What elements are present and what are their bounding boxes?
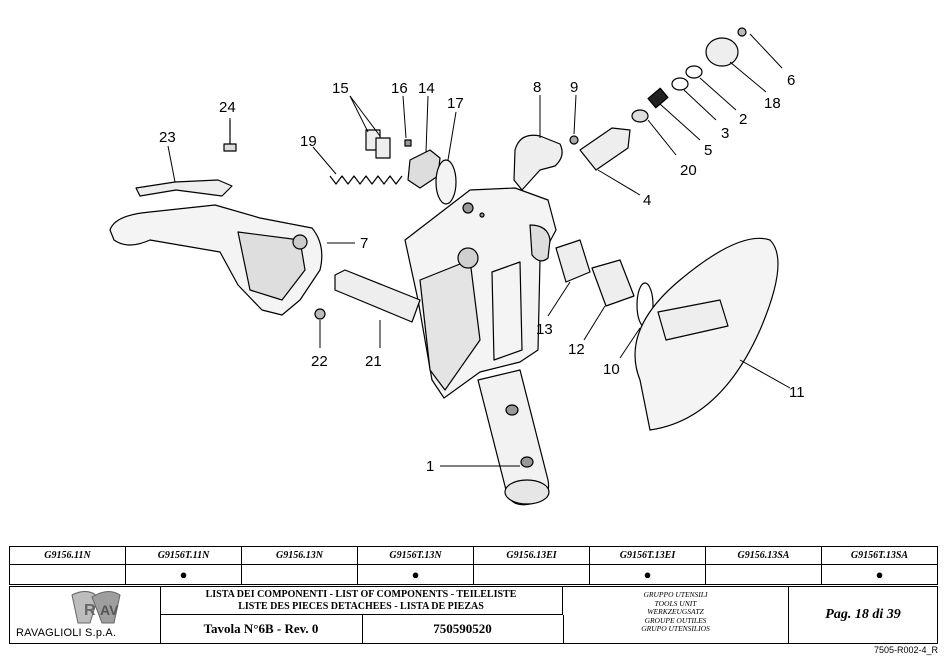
lists-line-1: LISTA DEI COMPONENTI - LIST OF COMPONENT… [205, 589, 517, 600]
part-11-disc [634, 237, 779, 431]
model-code: G9156.13N [241, 546, 358, 565]
part-17-washer [435, 159, 457, 205]
callout-22: 22 [311, 353, 328, 370]
callout-15: 15 [332, 80, 349, 97]
model-applicability-table: G9156.11N G9156T.11N G9156.13N G9156T.13… [9, 546, 938, 585]
callout-8: 8 [533, 79, 541, 96]
model-code-row: G9156.11N G9156T.11N G9156.13N G9156T.13… [9, 546, 938, 565]
callout-17: 17 [447, 95, 464, 112]
part-main-body [404, 187, 557, 399]
callout-18: 18 [764, 95, 781, 112]
table-number: Tavola N°6B - Rev. 0 [160, 615, 363, 643]
callout-14: 14 [418, 80, 435, 97]
company-logo-cell: R AV RAVAGLIOLI S.p.A. [10, 587, 161, 643]
callout-23: 23 [159, 129, 176, 146]
model-code: G9156.11N [9, 546, 126, 565]
model-mark: ● [589, 564, 706, 585]
callout-1: 1 [426, 458, 434, 475]
part-24-screw [223, 120, 237, 152]
callout-7: 7 [360, 235, 368, 252]
group-line: WERKZEUGSATZ [647, 607, 704, 616]
model-mark-row: ● ● ● ● [9, 564, 938, 585]
part-20-ring [631, 109, 649, 123]
callout-6: 6 [787, 72, 795, 89]
callout-21: 21 [365, 353, 382, 370]
ravaglioli-logo-icon: R AV [71, 591, 121, 624]
company-name: RAVAGLIOLI S.p.A. [16, 627, 117, 639]
model-mark [705, 564, 822, 585]
callout-11: 11 [789, 384, 805, 401]
part-21-bar [334, 269, 421, 323]
part-19-spring [329, 175, 403, 185]
model-code: G9156.13EI [473, 546, 590, 565]
page-number: Pag. 18 di 39 [825, 607, 901, 622]
part-7-lever [109, 204, 323, 316]
callout-13: 13 [536, 321, 553, 338]
exploded-parts-drawing: 1 2 3 4 5 6 7 8 9 10 11 12 13 14 15 16 1… [109, 27, 805, 506]
callout-4: 4 [643, 192, 651, 209]
model-mark [241, 564, 358, 585]
part-1-shaft [477, 369, 550, 506]
part-23-bracket [135, 179, 233, 197]
callout-5: 5 [704, 142, 712, 159]
callout-12: 12 [568, 341, 585, 358]
callout-24: 24 [219, 99, 236, 116]
part-15-pins [365, 129, 412, 159]
callout-9: 9 [570, 79, 578, 96]
group-line: GRUPPO UTENSILI [643, 590, 708, 599]
model-mark: ● [125, 564, 242, 585]
part-2-ring [685, 65, 703, 79]
group-line: TOOLS UNIT [654, 598, 697, 608]
part-8-clamp [513, 134, 563, 191]
svg-text:AV: AV [100, 602, 119, 618]
part-6-screw [737, 27, 747, 37]
callout-20: 20 [680, 162, 697, 179]
document-reference: 7505-R002-4_R [873, 645, 938, 655]
part-9-screw [569, 135, 579, 145]
model-code: G9156.13SA [705, 546, 822, 565]
part-22-nut [314, 308, 326, 320]
part-3-washer [671, 77, 689, 91]
model-code: G9156T.13EI [589, 546, 706, 565]
callout-10: 10 [603, 361, 620, 378]
model-mark [473, 564, 590, 585]
model-code: G9156T.11N [125, 546, 242, 565]
part-4-pin [579, 127, 631, 171]
title-block: R AV RAVAGLIOLI S.p.A. LISTA DEI COMPONE… [9, 586, 938, 644]
lists-line-2: LISTE DES PIECES DETACHEES - LISTA DE PI… [238, 601, 484, 612]
model-mark [9, 564, 126, 585]
group-line: GRUPO UTENSILIOS [641, 624, 710, 633]
group-name: GRUPPO UTENSILI TOOLS UNIT WERKZEUGSATZ … [563, 587, 789, 643]
part-14-cam [407, 149, 441, 189]
model-mark: ● [357, 564, 474, 585]
components-list-title: LISTA DEI COMPONENTI - LIST OF COMPONENT… [160, 587, 563, 615]
callout-16: 16 [391, 80, 408, 97]
callout-3: 3 [721, 125, 729, 142]
callout-19: 19 [300, 133, 317, 150]
drawing-code: 750590520 [362, 615, 564, 643]
part-18-cap [705, 37, 739, 67]
part-12-bushing [591, 259, 635, 307]
model-code: G9156T.13N [357, 546, 474, 565]
part-5-spring [647, 87, 669, 109]
group-line: GROUPE OUTILES [644, 615, 707, 625]
model-code: G9156T.13SA [821, 546, 938, 565]
model-mark: ● [821, 564, 938, 585]
callout-2: 2 [739, 111, 747, 128]
part-13-bushing [555, 239, 591, 283]
svg-text:R: R [84, 602, 96, 619]
